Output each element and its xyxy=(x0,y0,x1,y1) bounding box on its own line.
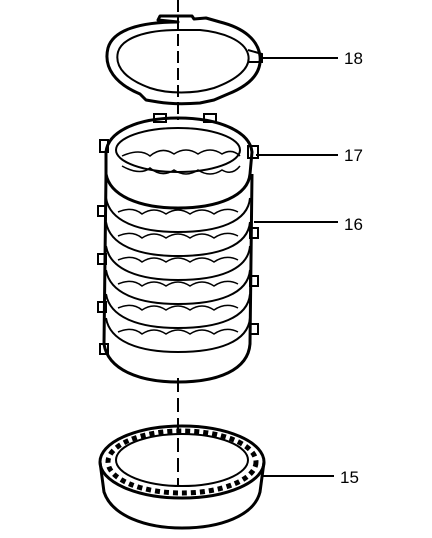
clutch-plate-stack xyxy=(97,173,259,384)
pressure-plate xyxy=(99,113,259,210)
snap-ring xyxy=(105,14,263,106)
callout-16: 16 xyxy=(344,215,363,234)
leader-lines xyxy=(254,57,338,477)
bearing-ring xyxy=(98,424,266,530)
callout-18: 18 xyxy=(344,49,363,68)
callout-15: 15 xyxy=(340,468,359,487)
callout-17: 17 xyxy=(344,146,363,165)
